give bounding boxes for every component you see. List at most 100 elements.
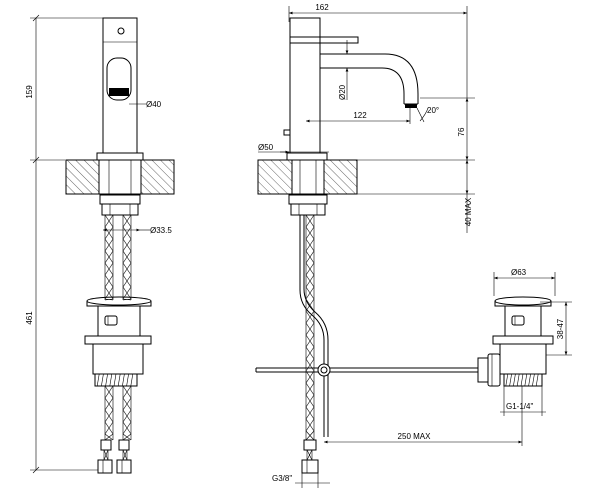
dim-reach-122: 122 xyxy=(306,108,411,124)
dim-40-max: 40 MAX xyxy=(357,160,475,233)
side-fitting-a xyxy=(303,439,317,451)
front-deck-right xyxy=(140,159,175,195)
side-view: 162 Ø20 122 xyxy=(255,3,522,488)
hose-1-lower-braid xyxy=(104,385,114,399)
side-nut-top xyxy=(288,194,328,205)
front-nut: Ø33.5 xyxy=(99,194,172,235)
label-g1-1-4: G1-1/4" xyxy=(506,402,533,411)
thread-line xyxy=(96,373,100,387)
thread-line xyxy=(528,373,531,387)
side-hose-braid xyxy=(305,394,315,408)
thread-line xyxy=(130,373,134,387)
waste-body-upper xyxy=(97,305,141,337)
tick-deck xyxy=(32,156,40,164)
side-lever xyxy=(289,36,359,44)
side-body-column xyxy=(289,17,321,154)
hose-2-lower-braid xyxy=(122,409,132,423)
hose-1-lower-braid xyxy=(104,421,114,435)
label-g3-8: G3/8" xyxy=(272,474,292,483)
side-base-ring xyxy=(286,152,328,161)
side-hose-braid xyxy=(305,250,315,264)
side-hose-braid xyxy=(305,430,315,441)
thread-line xyxy=(505,373,509,387)
hose-2-upper-braid xyxy=(122,226,132,240)
dim-dia-63: Ø63 xyxy=(493,268,556,296)
hose-2-lower-braid xyxy=(122,385,132,399)
pull-rod xyxy=(299,215,329,437)
hose-1-upper-braid xyxy=(104,226,114,240)
waste2-flange xyxy=(492,335,554,345)
side-fitting: G3/8" xyxy=(272,439,330,488)
label-dia-50: Ø50 xyxy=(258,143,274,152)
dim-38-47: 38-47 xyxy=(540,301,572,356)
hose-2-upper-braid xyxy=(122,214,132,228)
fitting-1a xyxy=(100,439,112,451)
label-dia-20: Ø20 xyxy=(338,84,347,100)
label-dia-33-5: Ø33.5 xyxy=(150,226,172,235)
side-hose-braid xyxy=(305,346,315,360)
pull-rod-right xyxy=(303,215,329,437)
hose-1-upper-braid xyxy=(104,214,114,228)
front-spout-outline xyxy=(106,57,132,101)
front-handle-hole xyxy=(117,27,125,35)
side-hose-braid xyxy=(305,310,315,324)
side-hose-braid xyxy=(305,370,315,384)
side-faucet-body xyxy=(283,17,419,161)
hose-1-lower-braid xyxy=(104,433,114,441)
spout-outer xyxy=(320,53,419,104)
nut-body xyxy=(101,203,139,216)
angle-leader xyxy=(416,107,425,123)
side-hose-braid xyxy=(305,214,315,228)
front-hose-fittings xyxy=(97,439,132,474)
side-hose-braid xyxy=(305,406,315,420)
hose-2-upper-braid xyxy=(122,262,132,276)
waste-body-lower xyxy=(92,343,144,375)
front-view: 159 461 Ø40 xyxy=(25,14,175,474)
tick-bottom xyxy=(32,466,40,474)
hose-1-upper-braid xyxy=(104,262,114,276)
fitting-2a xyxy=(118,439,130,451)
thread-line xyxy=(105,373,108,387)
hose-1-upper-braid xyxy=(104,298,114,301)
thread-line xyxy=(524,373,528,387)
label-20-deg: 20° xyxy=(427,106,439,115)
side-hose-braid xyxy=(305,274,315,288)
spout-inner xyxy=(320,67,405,104)
rod-clamp-inner xyxy=(320,366,328,374)
waste-thread-lines xyxy=(96,373,134,387)
waste2-slot xyxy=(511,315,525,326)
side-deck-right xyxy=(323,159,358,195)
pull-rod-left xyxy=(299,215,325,437)
thread-line xyxy=(513,373,516,387)
thread-line xyxy=(516,373,520,387)
thread-line xyxy=(509,373,512,387)
label-250-max: 250 MAX xyxy=(398,432,432,441)
waste-flange xyxy=(84,335,152,345)
waste2-cap-top xyxy=(494,296,552,306)
label-dia-63: Ø63 xyxy=(511,268,527,277)
hose-2-lower-braid xyxy=(122,397,132,411)
hose-2-neck-braid xyxy=(122,449,128,461)
label-38-47: 38-47 xyxy=(556,318,565,339)
hose-2-upper-braid xyxy=(122,298,132,301)
waste2-thread-lines xyxy=(505,373,539,387)
side-deck-section xyxy=(257,159,358,195)
side-width-dimension: 162 xyxy=(288,3,468,98)
hose-2-lower-braid xyxy=(122,421,132,435)
side-hose-braid xyxy=(305,418,315,432)
side-fitting-b xyxy=(301,459,319,474)
thread-line xyxy=(122,373,125,387)
side-hose xyxy=(305,214,315,461)
front-deck-left xyxy=(65,159,100,195)
front-height-dimension: 159 461 xyxy=(25,14,105,474)
label-159: 159 xyxy=(25,85,34,99)
front-deck-section xyxy=(65,159,175,195)
side-hose-braid xyxy=(305,322,315,336)
label-dia-40: Ø40 xyxy=(146,100,162,109)
side-hose-braid xyxy=(305,334,315,348)
thread-line xyxy=(117,373,121,387)
hose-2-upper-braid xyxy=(122,274,132,288)
waste-slot xyxy=(104,315,118,326)
dim-g1-1-4: G1-1/4" xyxy=(500,386,546,416)
side-hose-braid xyxy=(305,382,315,396)
